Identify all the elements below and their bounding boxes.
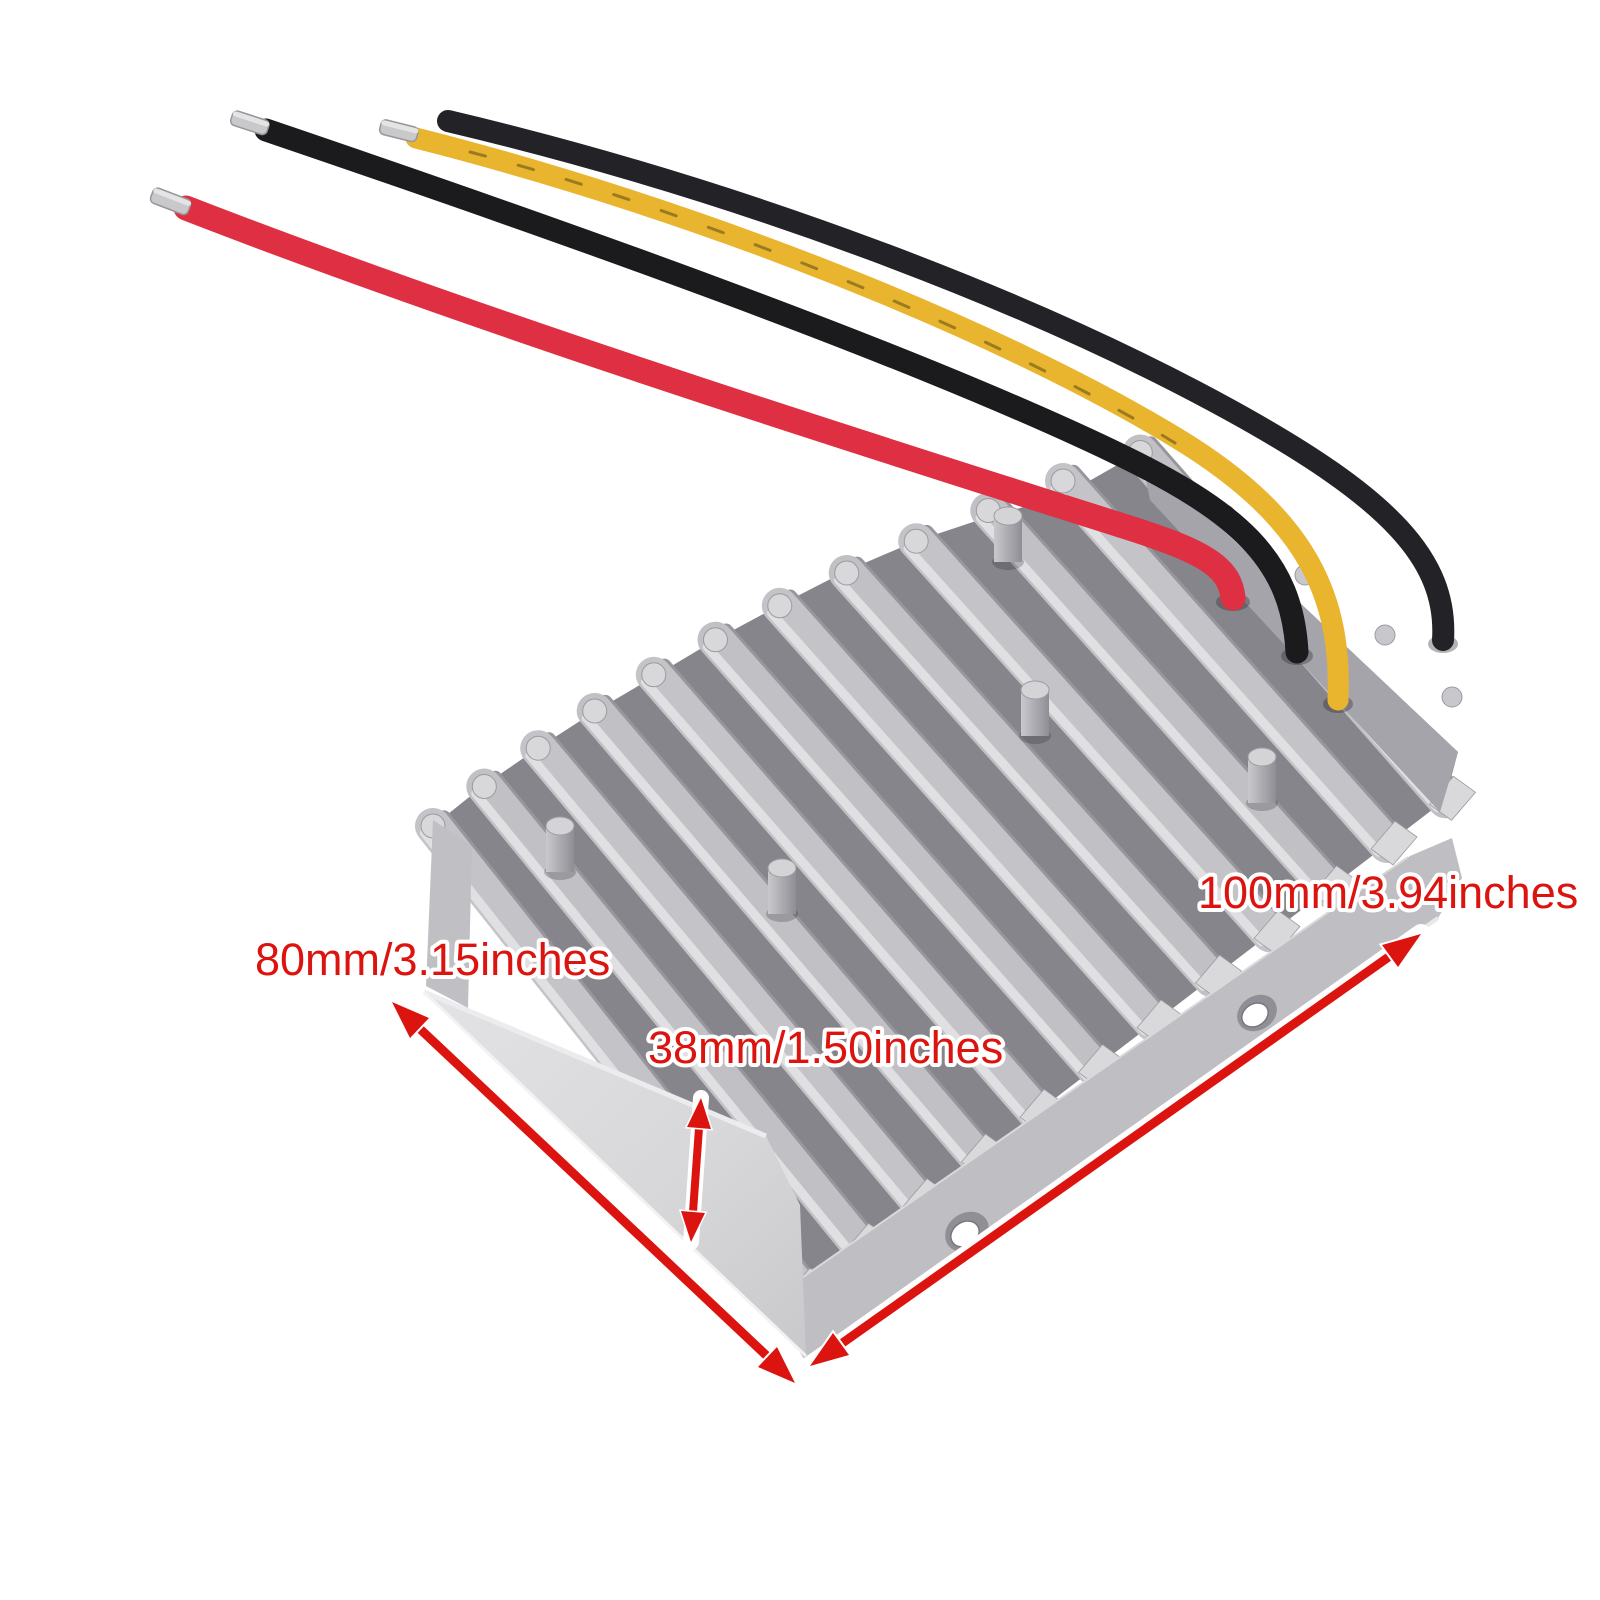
fin-blade [1045, 463, 1418, 866]
heatsink-post [544, 816, 576, 880]
height-dimension-label: 38mm/1.50inches [648, 1022, 1003, 1073]
black-wire-2 [437, 110, 1455, 651]
wire-ferrules [149, 110, 419, 216]
heatsink-post [1246, 747, 1278, 811]
flange-inner-edge [769, 856, 1409, 1301]
left-corner-patch [426, 820, 472, 1008]
yellow-wire-ferrule [378, 119, 419, 143]
end-face-top-edge [423, 989, 767, 1139]
red-wire [173, 195, 1246, 611]
width-dimension-label: 80mm/3.15inches [255, 934, 610, 985]
mounting-flange [768, 838, 1462, 1362]
heatsink-device [415, 434, 1477, 1364]
width-dimension-arrow [382, 992, 805, 1393]
fin-blade [520, 730, 950, 1224]
yellow-wire-print-marks [468, 150, 1177, 445]
dimension-annotations: 80mm/3.15inches 100mm/3.94inches 38mm/1.… [251, 863, 1582, 1393]
fin-blade [898, 523, 1301, 955]
end-face-bottom-edge [422, 990, 808, 1358]
length-dimension-label: 100mm/3.94inches [1198, 867, 1578, 918]
fin-blade [761, 587, 1184, 1045]
fin-blade [970, 492, 1360, 911]
red-wire-ferrule [149, 187, 192, 216]
wire-bundle [149, 110, 1458, 713]
mounting-hole-upper [1237, 994, 1277, 1032]
height-dimension-arrow [678, 1090, 714, 1250]
heatsink-post [992, 506, 1024, 570]
heatsink-post [766, 858, 798, 922]
black-wire-ferrule [229, 110, 270, 136]
yellow-wire [405, 127, 1349, 711]
heatsink-post [1019, 680, 1051, 744]
fin-array [415, 434, 1477, 1313]
fin-blade [635, 656, 1067, 1134]
post-array [544, 506, 1278, 922]
fin-blade [828, 554, 1243, 1000]
black-wire-1 [254, 118, 1309, 664]
length-dimension-arrow [800, 924, 1431, 1376]
